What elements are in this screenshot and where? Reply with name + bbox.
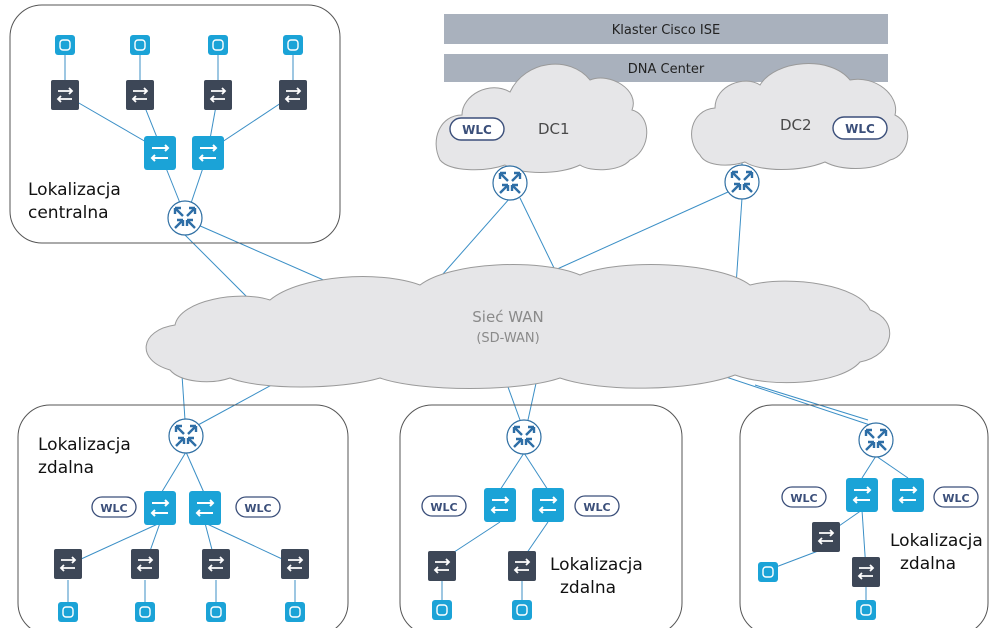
access-switch-icon <box>53 548 83 580</box>
distribution-switch-icon <box>143 135 177 171</box>
remote-site-2-label-line1: Lokalizacja <box>550 555 643 575</box>
distribution-switch-icon <box>143 490 177 526</box>
remote-site-2-label-line2: zdalna <box>560 578 616 598</box>
wlc-badge <box>781 486 827 508</box>
dc2-cloud: DC2 WLC <box>691 63 909 170</box>
remote-site-3: WLC WLC Lokalizacja zdalna <box>757 421 983 621</box>
remote-site-2-box <box>399 404 683 628</box>
wlc-badge <box>933 486 979 508</box>
access-point-icon <box>134 601 156 623</box>
access-switch-icon <box>427 550 457 582</box>
access-switch-icon <box>811 521 841 553</box>
wlc-badge <box>421 495 467 517</box>
central-site-label-line1: Lokalizacja <box>28 180 121 200</box>
central-site-label-line2: centralna <box>28 203 109 223</box>
access-switch-icon <box>507 550 537 582</box>
central-site: Lokalizacja centralna <box>28 34 308 237</box>
dc2-wlc-badge <box>832 116 888 140</box>
ise-cluster-bar <box>444 14 888 44</box>
router-icon <box>857 421 895 459</box>
central-site-box <box>9 4 341 244</box>
access-point-icon <box>282 34 304 56</box>
dc1-wlc-badge <box>449 117 505 141</box>
access-switch-icon <box>130 548 160 580</box>
access-switch-icon <box>50 79 80 111</box>
access-point-icon <box>284 601 306 623</box>
dc2-label: DC2 <box>780 116 812 134</box>
router-icon <box>166 199 204 237</box>
access-switch-icon <box>125 79 155 111</box>
access-switch-icon <box>851 556 881 588</box>
wlc-label: WLC <box>244 502 271 515</box>
ise-cluster-label: Klaster Cisco ISE <box>612 23 720 38</box>
remote-site-3-label-line2: zdalna <box>900 554 956 574</box>
access-point-icon <box>431 599 453 621</box>
wlc-label: WLC <box>790 492 817 505</box>
access-point-icon <box>57 601 79 623</box>
distribution-switch-icon <box>531 487 565 523</box>
access-switch-icon <box>278 79 308 111</box>
wan-label: Sieć WAN <box>472 308 543 326</box>
remote-site-3-label-line1: Lokalizacja <box>890 531 983 551</box>
distribution-switch-icon <box>188 490 222 526</box>
distribution-switch-icon <box>191 135 225 171</box>
wlc-badge <box>235 496 281 518</box>
wlc-label: WLC <box>583 501 610 514</box>
access-point-icon <box>757 561 779 583</box>
remote-site-3-box <box>739 404 989 628</box>
distribution-switch-icon <box>483 487 517 523</box>
wlc-badge <box>574 495 620 517</box>
remote-site-1-box <box>17 404 349 628</box>
access-point-icon <box>855 599 877 621</box>
router-icon <box>723 163 761 201</box>
access-point-icon <box>207 34 229 56</box>
access-point-icon <box>205 601 227 623</box>
remote-site-1: WLC WLC Lokalizacja zdalna <box>38 417 310 623</box>
router-icon <box>167 417 205 455</box>
sd-wan-label: (SD-WAN) <box>476 331 539 346</box>
access-point-icon <box>54 34 76 56</box>
router-icon <box>505 418 543 456</box>
dc1-cloud: WLC DC1 <box>435 63 648 173</box>
remote-site-2: WLC WLC Lokalizacja zdalna <box>421 418 643 621</box>
remote-site-1-label-line1: Lokalizacja <box>38 435 131 455</box>
dc1-label: DC1 <box>538 120 570 138</box>
access-switch-icon <box>201 548 231 580</box>
access-switch-icon <box>280 548 310 580</box>
wlc-label: WLC <box>942 492 969 505</box>
access-point-icon <box>511 599 533 621</box>
router-icon <box>491 164 529 202</box>
access-switch-icon <box>203 79 233 111</box>
wlc-label: WLC <box>100 502 127 515</box>
remote-site-1-label-line2: zdalna <box>38 458 94 478</box>
dc1-wlc-label: WLC <box>462 123 492 137</box>
distribution-switch-icon <box>891 477 925 513</box>
wlc-label: WLC <box>430 501 457 514</box>
dna-center-label: DNA Center <box>628 62 705 77</box>
wlc-badge <box>91 496 137 518</box>
distribution-switch-icon <box>845 477 879 513</box>
access-point-icon <box>129 34 151 56</box>
dc2-wlc-label: WLC <box>845 122 875 136</box>
wan-cloud: Sieć WAN (SD-WAN) <box>145 264 891 389</box>
